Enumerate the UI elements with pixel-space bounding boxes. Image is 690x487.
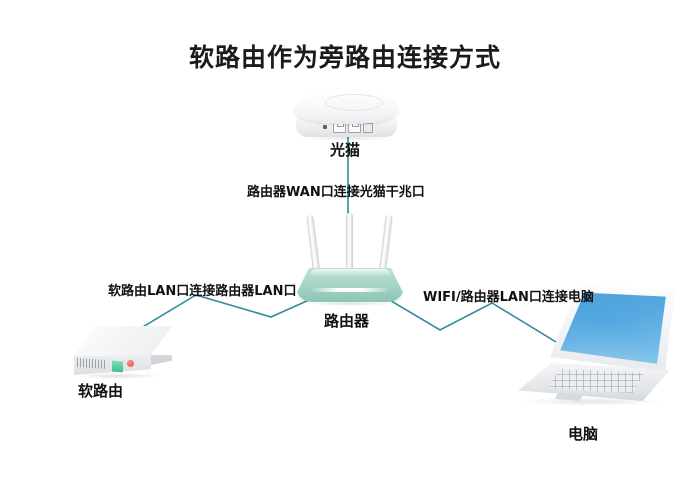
soft-router-side-face (150, 355, 172, 366)
page-title: 软路由作为旁路由连接方式 (188, 43, 501, 72)
modem-power-port (363, 123, 373, 133)
router-antenna-center (346, 213, 353, 275)
laptop-icon (518, 285, 678, 417)
laptop-trackpad (555, 393, 583, 401)
router-shadow (304, 301, 396, 306)
modem-lan-port-2 (348, 123, 361, 133)
laptop-shadow (522, 397, 662, 406)
router-antenna-left (306, 214, 321, 278)
device-label-modem: 光猫 (330, 141, 361, 159)
laptop-screen (560, 292, 666, 364)
modem-lan-port-1 (333, 123, 346, 133)
wifi-router-icon (296, 213, 404, 306)
wire-softrouter-to-router (115, 294, 319, 344)
connection-label-modem-to-router: 路由器WAN口连接光猫干兆口 (247, 185, 425, 200)
connection-label-softrouter-to-router: 软路由LAN口连接路由器LAN口 (108, 284, 297, 299)
router-led-strip (312, 288, 388, 292)
soft-router-box-icon (74, 326, 172, 379)
router-highlight (310, 269, 390, 276)
laptop-keyboard (548, 369, 644, 393)
soft-router-lan-port (112, 360, 123, 373)
device-label-soft-router: 软路由 (78, 382, 124, 400)
soft-router-shadow (76, 373, 162, 379)
connection-label-router-to-computer: WIFI/路由器LAN口连接电脑 (423, 290, 594, 305)
wire-router-to-computer (380, 294, 562, 346)
router-antenna-right (378, 214, 393, 278)
optical-modem-icon (288, 90, 405, 142)
device-label-computer: 电脑 (568, 425, 599, 443)
soft-router-power-led-icon (127, 360, 134, 367)
device-label-router: 路由器 (324, 312, 370, 330)
modem-shadow (302, 135, 392, 141)
modem-indicator-icon (323, 125, 327, 129)
modem-top-oval (325, 94, 383, 111)
soft-router-top-face (74, 326, 172, 356)
modem-top-shell (294, 90, 399, 124)
